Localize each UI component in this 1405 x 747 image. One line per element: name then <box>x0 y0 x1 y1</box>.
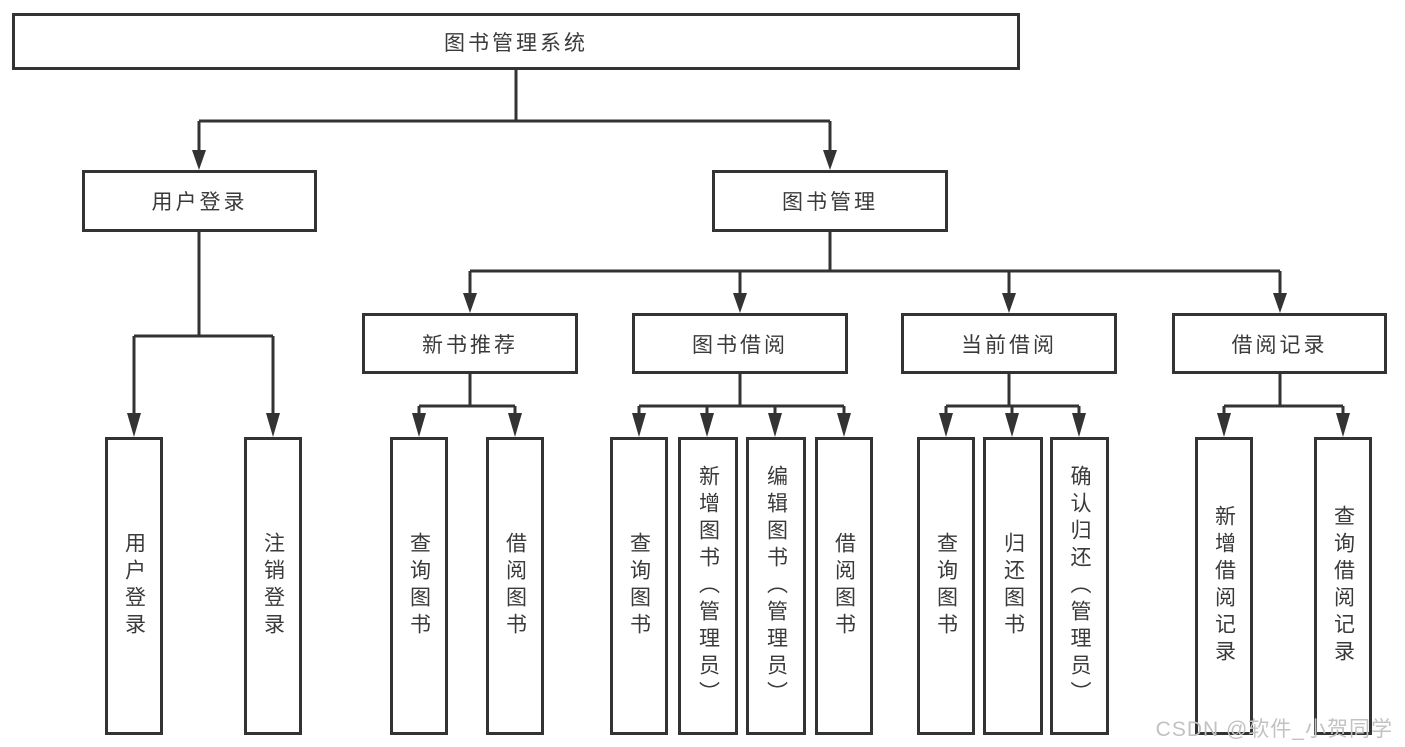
leaf-query-borrow-record: 查询借阅记录 <box>1314 437 1372 735</box>
leaf-query-books: 查询图书 <box>390 437 448 735</box>
leaf-borrow-books-2: 借阅图书 <box>815 437 873 735</box>
leaf-add-book-admin: 新增图书（管理员） <box>678 437 738 735</box>
node-book-management: 图书管理 <box>712 170 948 232</box>
node-label: 图书管理系统 <box>444 31 588 55</box>
node-label: 查询借阅记录 <box>1331 505 1355 667</box>
leaf-return-book: 归还图书 <box>983 437 1043 735</box>
leaf-add-borrow-record: 新增借阅记录 <box>1195 437 1253 735</box>
node-label: 当前借阅 <box>961 333 1057 357</box>
csdn-watermark: CSDN @软件_小贺同学 <box>1155 718 1393 741</box>
node-user-login: 用户登录 <box>82 170 317 232</box>
node-label: 借阅记录 <box>1231 333 1328 357</box>
leaf-confirm-return-admin: 确认归还（管理员） <box>1050 437 1109 735</box>
leaf-query-books-3: 查询图书 <box>917 437 975 735</box>
node-label: 借阅图书 <box>832 532 856 640</box>
node-borrowing-records: 借阅记录 <box>1172 313 1387 374</box>
node-label: 新增图书（管理员） <box>696 464 720 708</box>
leaf-borrow-books: 借阅图书 <box>486 437 544 735</box>
node-label: 编辑图书（管理员） <box>764 464 788 708</box>
node-label: 用户登录 <box>151 191 248 214</box>
leaf-user-login: 用户登录 <box>105 437 163 735</box>
node-label: 注销登录 <box>261 532 285 640</box>
node-label: 借阅图书 <box>503 532 527 640</box>
node-new-book-recommendation: 新书推荐 <box>362 313 578 374</box>
leaf-query-books-2: 查询图书 <box>610 437 668 735</box>
node-label: 归还图书 <box>1001 532 1025 640</box>
node-label: 图书管理 <box>782 191 878 214</box>
node-label: 新书推荐 <box>422 333 518 357</box>
node-label: 新增借阅记录 <box>1212 505 1236 667</box>
node-label: 确认归还（管理员） <box>1068 464 1091 708</box>
leaf-edit-book-admin: 编辑图书（管理员） <box>746 437 806 735</box>
node-label: 查询图书 <box>934 532 958 640</box>
node-label: 查询图书 <box>407 532 431 640</box>
node-label: 图书借阅 <box>692 333 788 357</box>
node-label: 查询图书 <box>627 532 651 640</box>
node-book-borrowing: 图书借阅 <box>632 313 848 374</box>
node-library-management-system: 图书管理系统 <box>12 13 1020 70</box>
leaf-logout: 注销登录 <box>244 437 302 735</box>
node-current-borrowing: 当前借阅 <box>901 313 1117 374</box>
node-label: 用户登录 <box>122 532 146 640</box>
